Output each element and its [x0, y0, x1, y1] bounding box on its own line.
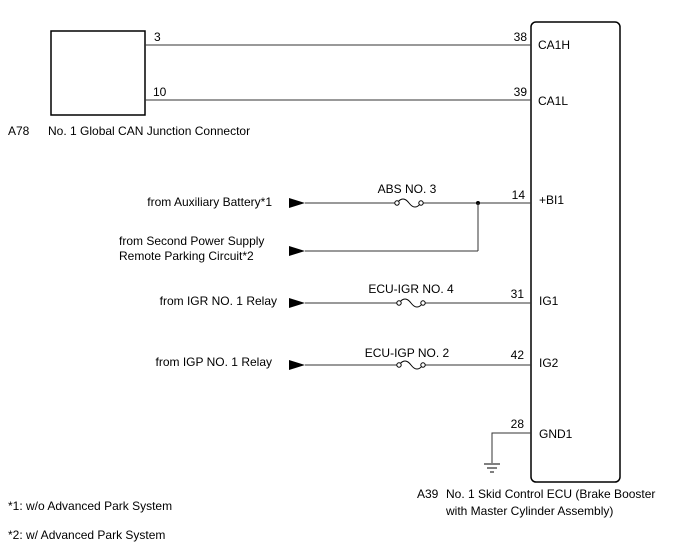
footnote-1: *1: w/o Advanced Park System — [8, 499, 172, 513]
fuse-ecu-igr-symbol — [396, 296, 426, 308]
ecu-terminal-ca1h: CA1H — [538, 38, 570, 52]
arrow-aux-battery — [289, 198, 305, 208]
ecu-pin-28: 28 — [511, 417, 525, 431]
fuse-abs-symbol — [394, 196, 424, 208]
ecu-box — [530, 21, 621, 483]
arrow-igr-relay — [289, 298, 305, 308]
fuse-ecu-igp-label: ECU-IGP NO. 2 — [365, 346, 450, 360]
ecu-terminal-ig2: IG2 — [539, 356, 559, 370]
junction-connector-code: A78 — [8, 124, 30, 138]
fuse-ecu-igr-label: ECU-IGR NO. 4 — [368, 282, 454, 296]
ecu-terminal-gnd1: GND1 — [539, 427, 573, 441]
junction-connector-name: No. 1 Global CAN Junction Connector — [48, 124, 250, 138]
source-second-power-line2: Remote Parking Circuit*2 — [119, 249, 254, 263]
ecu-code: A39 — [417, 487, 439, 501]
ecu-terminal-ca1l: CA1L — [538, 94, 568, 108]
ecu-terminal-bi1: +BI1 — [539, 193, 564, 207]
fuse-ecu-igp-symbol — [396, 358, 426, 370]
arrow-second-power — [289, 246, 305, 256]
ecu-pin-38: 38 — [514, 30, 528, 44]
source-igr-relay: from IGR NO. 1 Relay — [160, 294, 277, 308]
ecu-name-line2: with Master Cylinder Assembly) — [445, 504, 613, 518]
ecu-name-line1: No. 1 Skid Control ECU (Brake Booster — [446, 487, 655, 501]
source-second-power-line1: from Second Power Supply — [119, 234, 264, 248]
source-igp-relay: from IGP NO. 1 Relay — [156, 355, 272, 369]
fuse-abs-label: ABS NO. 3 — [378, 182, 437, 196]
ecu-terminal-ig1: IG1 — [539, 294, 559, 308]
junction-connector-box — [50, 30, 146, 116]
junction-pin-ca1h: 3 — [154, 30, 161, 44]
source-aux-battery: from Auxiliary Battery*1 — [147, 195, 272, 209]
ecu-pin-31: 31 — [511, 287, 525, 301]
ecu-pin-42: 42 — [511, 348, 525, 362]
ecu-pin-14: 14 — [512, 188, 526, 202]
arrow-igp-relay — [289, 360, 305, 370]
ecu-pin-39: 39 — [514, 85, 528, 99]
ground-icon — [484, 463, 500, 473]
footnote-2: *2: w/ Advanced Park System — [8, 528, 165, 542]
wire-ground — [491, 432, 531, 463]
junction-pin-ca1l: 10 — [153, 85, 167, 99]
